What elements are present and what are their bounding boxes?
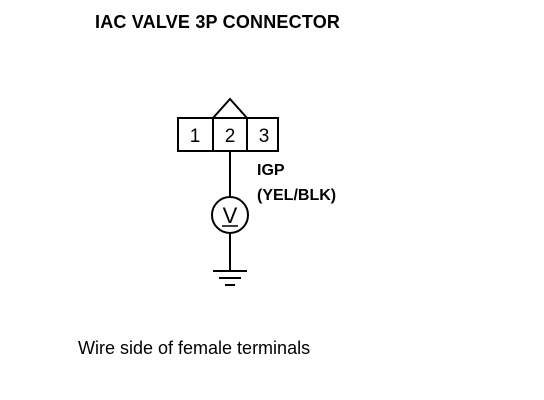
terminal-3-label: 3 xyxy=(259,126,270,147)
terminal-2-label: 2 xyxy=(225,126,236,147)
connector-outline xyxy=(177,117,279,152)
voltmeter-label: V xyxy=(223,203,238,228)
ground-symbol-icon xyxy=(213,270,247,286)
terminal-1-label: 1 xyxy=(190,126,201,147)
view-caption: Wire side of female terminals xyxy=(78,338,311,358)
connector-3p xyxy=(177,97,279,152)
wire-label-name: IGP xyxy=(257,162,285,179)
wire-label-color: (YEL/BLK) xyxy=(257,187,337,204)
diagram-title: IAC VALVE 3P CONNECTOR xyxy=(95,12,341,32)
voltmeter-symbol: V xyxy=(211,196,249,234)
connector-lock-tab xyxy=(212,97,248,119)
